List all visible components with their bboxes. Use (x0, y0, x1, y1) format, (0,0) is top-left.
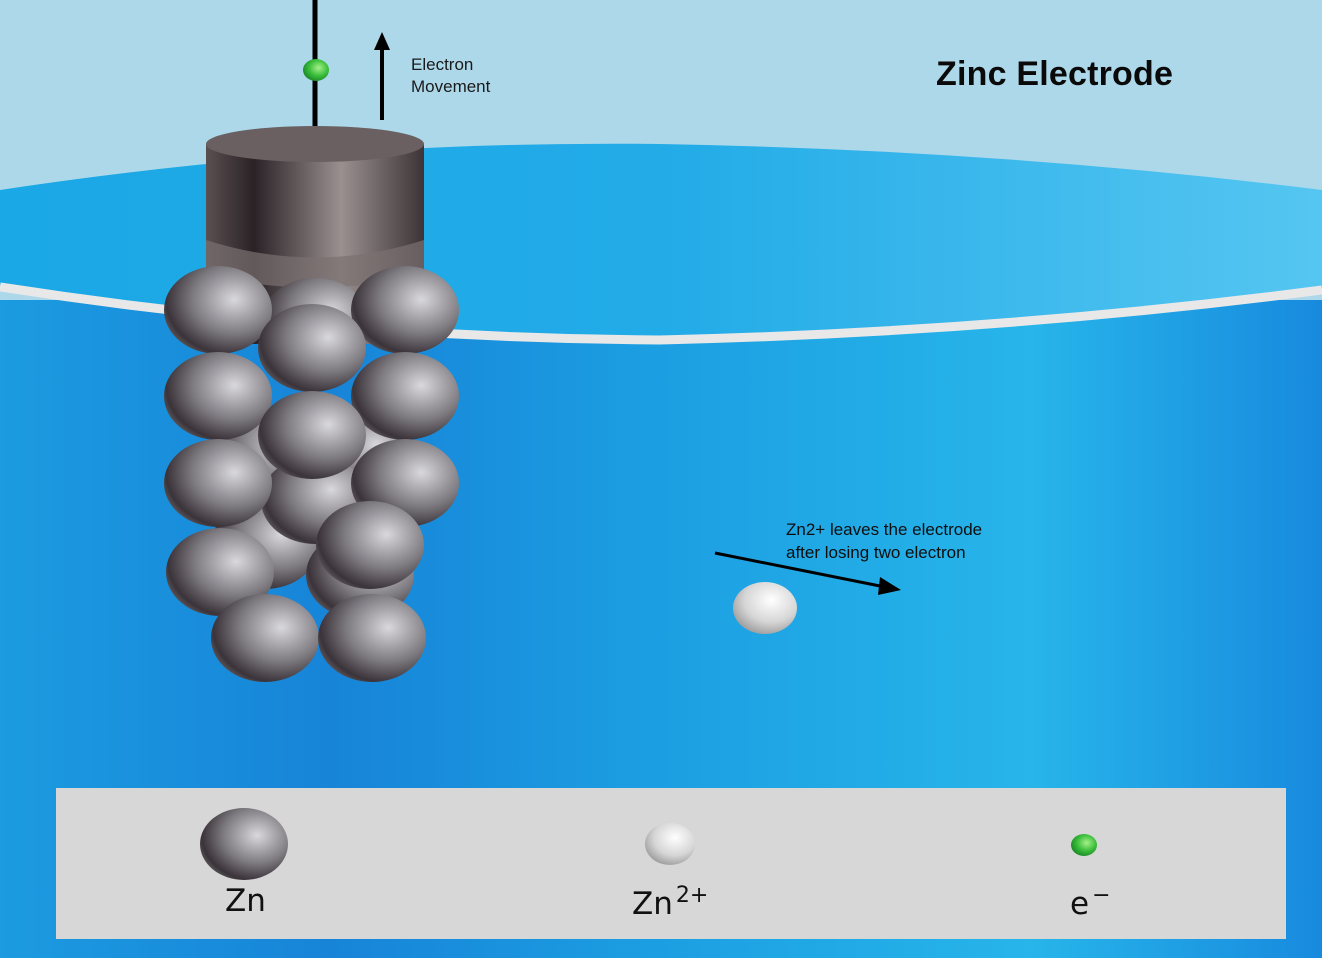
electron-movement-line-1: Electron (411, 55, 474, 74)
arrow-head-right-icon (878, 577, 901, 595)
electron-on-wire (303, 59, 329, 81)
legend-symbols (200, 808, 1097, 880)
ion-leaving-line-1: Zn2+ leaves the electrode (786, 520, 983, 539)
ion-leaving-line-2: after losing two electron (786, 543, 966, 562)
zinc-atom (164, 439, 272, 527)
diagram-title: Zinc Electrode (936, 55, 1174, 93)
legend-symbol: e (1070, 886, 1090, 922)
legend-label-electron: e− (1070, 883, 1111, 922)
legend-superscript: 2+ (675, 883, 709, 908)
ion-leaving-label: Zn2+ leaves the electrode after losing t… (786, 518, 982, 564)
zinc-atom (164, 266, 272, 354)
zinc-atom-cluster (164, 266, 459, 682)
legend-zinc-atom-icon (200, 808, 288, 880)
legend-label-zn: Zn (225, 883, 266, 919)
legend-superscript: − (1092, 883, 1111, 908)
arrow-head-up-icon (374, 32, 390, 50)
ion-direction-arrow (714, 551, 886, 589)
legend-symbol: Zn (632, 886, 673, 922)
zinc-atom (164, 352, 272, 440)
electron-movement-line-2: Movement (411, 77, 491, 96)
legend-symbol: Zn (225, 883, 266, 919)
electrode-band (206, 240, 424, 288)
legend-zinc-ion-icon (645, 823, 695, 865)
legend-electron-icon (1071, 834, 1097, 856)
zinc-atom (258, 391, 366, 479)
zinc-ion-leaving (733, 582, 797, 634)
electrode-top (206, 126, 424, 162)
zinc-atom (316, 501, 424, 589)
electron-movement-label: Electron Movement (411, 54, 490, 98)
zinc-atom (351, 266, 459, 354)
zinc-atom (318, 594, 426, 682)
zinc-atom (166, 528, 274, 616)
zinc-atom (258, 304, 366, 392)
zinc-atom (211, 594, 319, 682)
zinc-atom (351, 352, 459, 440)
